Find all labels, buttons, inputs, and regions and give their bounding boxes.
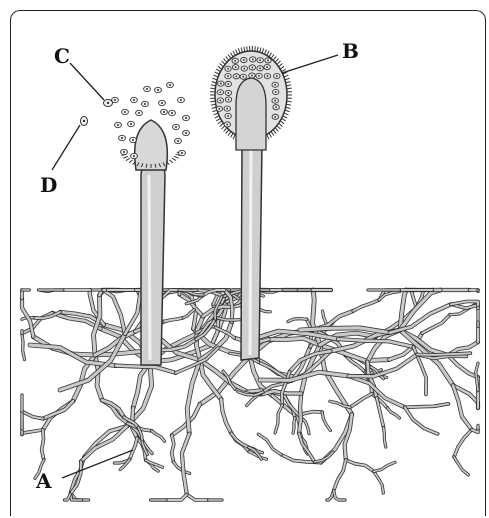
leader-line-a	[62, 450, 133, 478]
leader-line-c	[70, 63, 104, 100]
label-c: C	[54, 44, 70, 68]
label-a: A	[35, 469, 52, 493]
spore-d	[81, 117, 88, 126]
leader-line-b	[282, 55, 338, 73]
leader-line-d	[52, 125, 80, 170]
label-b: B	[342, 39, 359, 63]
spore-c	[104, 100, 113, 107]
label-d: D	[40, 173, 57, 197]
